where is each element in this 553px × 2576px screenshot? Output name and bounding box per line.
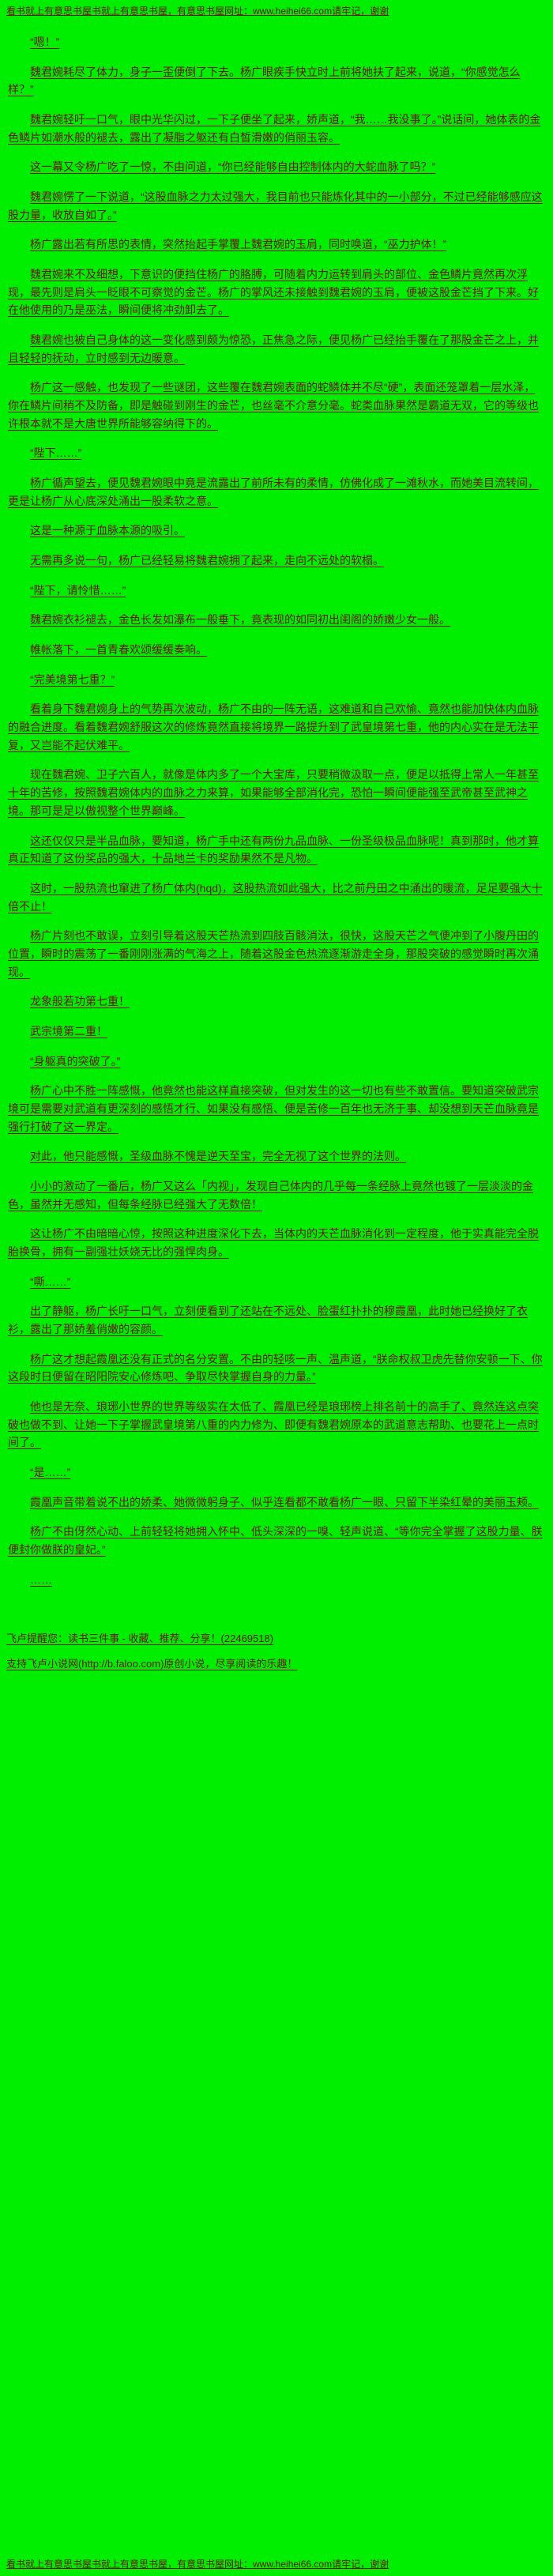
chapter-paragraph: “陛下，请怜惜……” bbox=[30, 583, 126, 597]
chapter-paragraph: “完美境第七重？” bbox=[30, 672, 115, 686]
chapter-paragraph: 小小的激动了一番后，杨广又这么「内视」，发现自己体内的几乎每一条经脉上竟然也镀了… bbox=[8, 1179, 533, 1211]
chapter-paragraph: 武宗境第二重！ bbox=[30, 1024, 107, 1038]
chapter-paragraph: “嗯！” bbox=[30, 36, 60, 48]
chapter-paragraph: 魏君婉愣了一下说道，“这股血脉之力太过强大，我目前也只能炼化其中的一小部分，不过… bbox=[8, 190, 543, 221]
chapter-paragraph: “是……” bbox=[30, 1465, 71, 1478]
chapter-paragraph: 这是一种源于血脉本源的吸引。 bbox=[30, 524, 185, 537]
site-url-link-bottom[interactable]: www.heihei66.com bbox=[253, 2559, 333, 2570]
chapter-paragraph: 龙象般若功第七重！ bbox=[30, 995, 130, 1008]
chapter-paragraph: 杨广这一感触，也发现了一些谜团，这些覆在魏君婉表面的蛇鳞体并不尽“硬”，表面还笼… bbox=[8, 381, 539, 430]
chapter-paragraph: 他也是无奈、琅琊小世界的世界等级实在太低了、霞凰已经是琅琊榜上排名前十的高手了、… bbox=[8, 1399, 539, 1449]
chapter-paragraph: 这还仅仅只是半品血脉，要知道，杨广手中还有两份九品血脉、一份圣级极品血脉呢！真到… bbox=[8, 834, 539, 865]
site-notice-text: 看书就上有意思书屋书就上有意思书屋，有意思书屋网址： bbox=[6, 6, 254, 17]
faloo-reminder: 飞卢提醒您：读书三件事 - 收藏、推荐、分享！(22469518) bbox=[6, 1633, 274, 1645]
site-url-link[interactable]: www.heihei66.com bbox=[253, 6, 333, 17]
chapter-paragraph: 霞凰声音带着说不出的娇柔、她微微躬身子、似乎连看都不敢看杨广一眼、只留下半染红晕… bbox=[30, 1495, 539, 1508]
chapter-paragraph: 魏君婉来不及细想，下意识的便挡住杨广的胳膊，可随着内力运转到肩头的部位、金色鳞片… bbox=[8, 268, 539, 317]
chapter-paragraph: 这时，一股热流也窜进了杨广体内(hqd)，这股热流如此强大，比之前丹田之中涌出的… bbox=[8, 881, 543, 913]
chapter-paragraph: 对此，他只能感慨，圣级血脉不愧是逆天至宝，完全无视了这个世界的法则。 bbox=[30, 1150, 406, 1163]
chapter-paragraph: “陛下……” bbox=[30, 446, 82, 460]
chapter-content: “嗯！” 魏君婉耗尽了体力，身子一歪便倒了下去。杨广眼疾手快立时上前将她扶了起来，… bbox=[0, 20, 553, 1602]
faloo-support-prefix: 支持飞卢小说网( bbox=[6, 1658, 82, 1670]
chapter-paragraph: 魏君婉衣衫褪去，金色长发如瀑布一般垂下，竟表现的如同初出闺阁的娇嫩少女一般。 bbox=[30, 613, 450, 627]
chapter-paragraph: 帷帐落下，一首青春欢颂缓缓奏响。 bbox=[30, 643, 207, 657]
chapter-paragraph: 杨广心中不胜一阵感慨，他竟然也能这样直接突破，但对发生的这一切也有些不敢置信。要… bbox=[8, 1084, 539, 1133]
chapter-paragraph: 这让杨广不由暗暗心惊，按照这种进度深化下去，当体内的天芒血脉消化到一定程度，他于… bbox=[8, 1227, 539, 1258]
chapter-paragraph: 杨广露出若有所思的表情，突然抬起手掌覆上魏君婉的玉肩，同时唤道，“巫力护体！” bbox=[30, 238, 447, 251]
chapter-paragraph: 杨广这才想起霞凰还没有正式的名分安置。不由的轻咳一声、温声道，“朕命权叔卫虎先替… bbox=[8, 1352, 543, 1384]
site-notice-suffix-bottom: 请牢记，谢谢 bbox=[332, 2559, 389, 2570]
chapter-paragraph: “嘶……” bbox=[30, 1275, 71, 1288]
chapter-paragraph: 这一幕又令杨广吃了一惊，不由问道，“你已经能够自由控制体内的大蛇血脉了吗？” bbox=[30, 160, 436, 174]
chapter-paragraph: 出了静躯，杨广长吁一口气，立刻便看到了还站在不远处、脸蛋红扑扑的穆霞凰，此时她已… bbox=[8, 1305, 528, 1335]
chapter-paragraph: 杨广片刻也不敢误，立刻引导着这股天芒热流到四肢百骸消汰，很快，这股天芒之气便冲到… bbox=[8, 929, 539, 978]
chapter-paragraph: …… bbox=[30, 1572, 52, 1586]
chapter-paragraph: 魏君婉轻吁一口气，眼中光华闪过，一下子便坐了起来，娇声道，“我……我没事了。”说… bbox=[8, 113, 541, 144]
chapter-paragraph: 现在魏君婉、卫子六百人，就像是体内多了一个大宝库，只要稍微汲取一点，便足以抵得上… bbox=[8, 768, 539, 817]
chapter-paragraph: 魏君婉耗尽了体力，身子一歪便倒了下去。杨广眼疾手快立时上前将她扶了起来，说道，“… bbox=[8, 65, 521, 96]
site-notice-suffix: 请牢记，谢谢 bbox=[332, 6, 389, 17]
chapter-paragraph: 魏君婉也被自己身体的这一变化感到颇为惊恐，正焦急之际，便见杨广已经抬手覆在了那股… bbox=[8, 333, 539, 364]
chapter-paragraph: “身躯真的突破了。” bbox=[30, 1054, 121, 1068]
chapter-paragraph: 看着身下魏君婉身上的气势再次波动，杨广不由的一阵无语，这难道和自己欢愉、竟然也能… bbox=[8, 702, 539, 751]
faloo-support-suffix: )原创小说，尽享阅读的乐趣！ bbox=[160, 1658, 298, 1670]
footer-block: 飞卢提醒您：读书三件事 - 收藏、推荐、分享！(22469518) 支持飞卢小说… bbox=[0, 1622, 553, 1681]
chapter-paragraph: 杨广循声望去，便见魏君婉眼中竟是流露出了前所未有的柔情，仿佛化成了一滩秋水，而她… bbox=[8, 476, 539, 507]
faloo-url-link[interactable]: http://b.faloo.com bbox=[81, 1658, 161, 1670]
top-site-notice: 看书就上有意思书屋书就上有意思书屋，有意思书屋网址：www.heihei66.c… bbox=[0, 0, 553, 20]
faloo-support-line: 支持飞卢小说网(http://b.faloo.com)原创小说，尽享阅读的乐趣！ bbox=[6, 1655, 547, 1673]
chapter-paragraph: 无需再多说一句，杨广已经轻易将魏君婉拥了起来，走向不远处的软榻。 bbox=[30, 554, 384, 567]
chapter-paragraph: 杨广不由伢然心动、上前轻轻将她拥入怀中、低头深深的一嗅、轻声说道、“等你完全掌握… bbox=[8, 1525, 543, 1556]
bottom-site-notice: 看书就上有意思书屋书就上有意思书屋，有意思书屋网址：www.heihei66.c… bbox=[0, 2553, 553, 2576]
site-notice-text-bottom: 看书就上有意思书屋书就上有意思书屋，有意思书屋网址： bbox=[6, 2559, 254, 2570]
